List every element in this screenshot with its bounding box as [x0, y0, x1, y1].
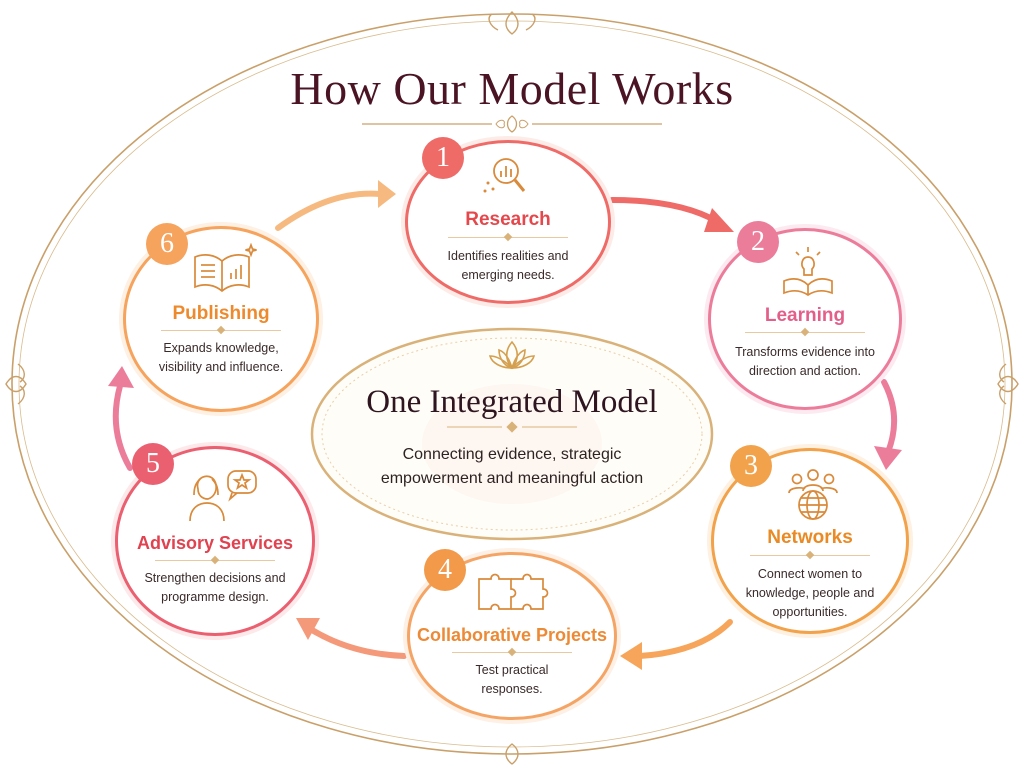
puzzle-icon — [478, 573, 549, 610]
title-divider — [362, 115, 662, 133]
arrow-publishing-to-research — [275, 180, 396, 231]
step-title: Networks — [767, 527, 853, 548]
lotus-icon — [488, 340, 536, 370]
step-number-badge: 2 — [737, 221, 779, 263]
step-description: Connect women to knowledge, people and o… — [745, 567, 875, 619]
step-networks: 3 Networks Connect women to knowledge, p… — [711, 445, 909, 634]
step-description: Expands knowledge, visibility and influe… — [158, 341, 284, 374]
top-ornament — [488, 11, 536, 35]
separator-diamond — [216, 325, 226, 335]
separator-diamond — [800, 327, 810, 337]
open-book-chart-icon — [194, 243, 257, 293]
page-title: How Our Model Works — [290, 63, 734, 114]
woman-speech-star-icon — [189, 470, 257, 522]
separator-diamond — [805, 550, 815, 560]
arrow-research-to-learning — [609, 197, 734, 232]
separator-diamond — [210, 555, 220, 565]
people-globe-icon — [788, 469, 838, 520]
bottom-ornament — [505, 743, 519, 765]
step-title: Research — [465, 209, 551, 230]
arrow-projects-to-advisory — [296, 618, 407, 659]
step-research: 1 Research Identifies realities and emer… — [405, 137, 611, 304]
step-number-badge: 1 — [422, 137, 464, 179]
step-title: Collaborative Projects — [416, 625, 608, 645]
separator-diamond — [503, 232, 513, 242]
step-title: Advisory Services — [136, 533, 294, 553]
separator-diamond — [507, 647, 517, 657]
book-lightbulb-icon — [783, 247, 833, 297]
center-description: Connecting evidence, strategic empowerme… — [380, 446, 644, 487]
center-ellipse — [310, 327, 714, 541]
step-advisory-services: 5 Advisory Services Strengthen decisions… — [115, 443, 315, 636]
center-model: One Integrated Model Connecting evidence… — [307, 324, 717, 544]
step-collaborative-projects: 4 Collaborative Projects Test practical … — [407, 549, 617, 720]
step-title: Publishing — [172, 303, 270, 324]
step-number-badge: 6 — [146, 223, 188, 265]
step-title: Learning — [764, 305, 846, 326]
arrow-advisory-to-publishing — [108, 366, 134, 471]
step-description: Transforms evidence into direction and a… — [735, 345, 875, 378]
magnifier-chart-icon — [483, 158, 526, 193]
step-learning: 2 Learning Transforms evidence into dire… — [708, 221, 902, 410]
step-description: Identifies realities and emerging needs. — [447, 249, 569, 282]
center-title: One Integrated Model — [366, 384, 658, 420]
arrow-learning-to-networks — [874, 379, 902, 470]
step-publishing: 6 Publishing Expands knowledge, visibili… — [123, 223, 319, 412]
arrow-networks-to-projects — [620, 619, 733, 670]
step-number-badge: 5 — [132, 443, 174, 485]
step-description: Strengthen decisions and programme desig… — [144, 571, 286, 604]
left-ornament — [5, 363, 27, 405]
right-ornament — [997, 363, 1019, 405]
step-number-badge: 4 — [424, 549, 466, 591]
step-number-badge: 3 — [730, 445, 772, 487]
step-description: Test practical responses. — [475, 663, 549, 696]
